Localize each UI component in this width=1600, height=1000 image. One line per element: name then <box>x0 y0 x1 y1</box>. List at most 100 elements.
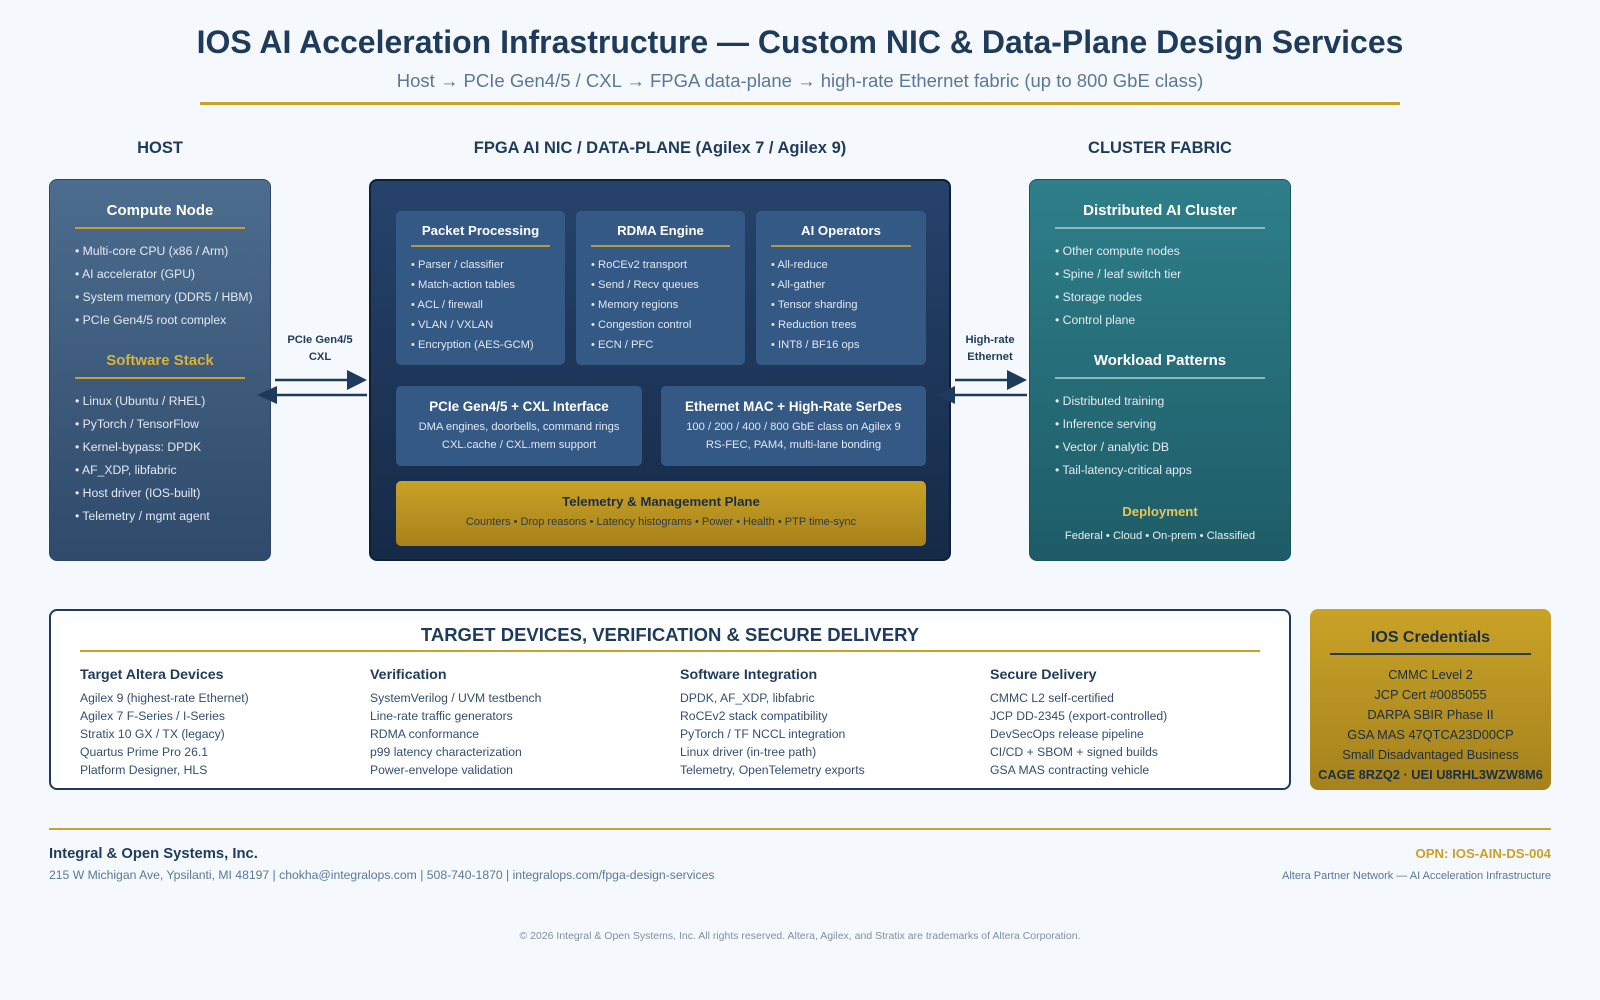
copyright-notice: © 2026 Integral & Open Systems, Inc. All… <box>519 930 1081 942</box>
target-panel-title: TARGET DEVICES, VERIFICATION & SECURE DE… <box>420 624 920 645</box>
pcie-link-label-line1: PCIe Gen4/5 <box>287 334 353 346</box>
ai-op-item: • All-gather <box>771 279 826 291</box>
compute-node-title: Compute Node <box>106 202 214 219</box>
secure-delivery-item: JCP DD-2345 (export-controlled) <box>990 709 1168 723</box>
ai-operators-title: AI Operators <box>801 223 881 238</box>
secure-delivery-item: GSA MAS contracting vehicle <box>990 763 1150 777</box>
ai-op-item: • Tensor sharding <box>771 299 858 311</box>
ethernet-mac-card: Ethernet MAC + High-Rate SerDes 100 / 20… <box>661 386 926 466</box>
packet-item: • VLAN / VXLAN <box>411 319 494 331</box>
secure-delivery-item: CI/CD + SBOM + signed builds <box>990 745 1158 759</box>
target-panel-divider <box>80 650 1260 652</box>
page-title: IOS AI Acceleration Infrastructure — Cus… <box>196 24 1404 60</box>
pcie-link-label: PCIe Gen4/5 CXL <box>276 332 364 366</box>
pcie-bidirectional-arrow <box>257 370 367 404</box>
card-divider <box>411 245 550 247</box>
software-integration-item: Linux driver (in-tree path) <box>680 745 817 759</box>
software-item: • AF_XDP, libfabric <box>75 463 177 477</box>
contact-info: 215 W Michigan Ave, Ypsilanti, MI 48197 … <box>49 868 715 882</box>
pcie-interface-title: PCIe Gen4/5 + CXL Interface <box>429 399 609 414</box>
column-heading-fpga: FPGA AI NIC / DATA-PLANE (Agilex 7 / Agi… <box>473 139 847 157</box>
credential-item: CMMC Level 2 <box>1388 667 1473 682</box>
software-stack-divider <box>75 377 245 379</box>
workload-item: • Tail-latency-critical apps <box>1055 463 1192 477</box>
software-item: • PyTorch / TensorFlow <box>75 417 199 431</box>
cage-uei-code: CAGE 8RZQ2 · UEI U8RHL3WZW8M6 <box>1318 767 1543 782</box>
rdma-item: • RoCEv2 transport <box>591 259 687 271</box>
title-divider <box>200 102 1400 105</box>
rdma-item: • Send / Recv queues <box>591 279 699 291</box>
software-integration-item: RoCEv2 stack compatibility <box>680 709 828 723</box>
secure-delivery-item: CMMC L2 self-certified <box>990 691 1114 705</box>
packet-item: • Match-action tables <box>411 279 516 291</box>
software-integration-item: DPDK, AF_XDP, libfabric <box>680 691 815 705</box>
ethernet-link-label-line2: Ethernet <box>967 351 1013 363</box>
ethernet-mac-detail: RS-FEC, PAM4, multi-lane bonding <box>705 439 882 451</box>
deployment-title: Deployment <box>1122 504 1198 519</box>
rdma-item: • Congestion control <box>591 319 692 331</box>
workload-patterns-title: Workload Patterns <box>1093 352 1227 369</box>
ai-op-item: • INT8 / BF16 ops <box>771 339 860 351</box>
credential-item: DARPA SBIR Phase II <box>1367 707 1494 722</box>
credential-item: JCP Cert #0085055 <box>1374 687 1487 702</box>
rdma-item: • Memory regions <box>591 299 679 311</box>
distributed-cluster-title: Distributed AI Cluster <box>1083 202 1237 219</box>
deployment-detail: Federal • Cloud • On-prem • Classified <box>1064 530 1256 542</box>
column-heading-host: HOST <box>137 139 183 157</box>
partner-network-text: Altera Partner Network — AI Acceleration… <box>1281 870 1551 882</box>
packet-processing-card: Packet Processing • Parser / classifier … <box>396 211 565 365</box>
target-device-item: Agilex 7 F-Series / I-Series <box>80 709 225 723</box>
verification-heading: Verification <box>370 667 447 683</box>
credentials-divider <box>1330 653 1531 655</box>
page-subtitle: Host → PCIe Gen4/5 / CXL → FPGA data-pla… <box>396 70 1204 91</box>
packet-item: • Parser / classifier <box>411 259 504 271</box>
target-device-item: Agilex 9 (highest-rate Ethernet) <box>80 691 249 705</box>
workload-divider <box>1055 377 1265 379</box>
target-device-item: Quartus Prime Pro 26.1 <box>80 745 209 759</box>
ai-operators-card: AI Operators • All-reduce • All-gather •… <box>756 211 926 365</box>
column-heading-cluster: CLUSTER FABRIC <box>1088 139 1232 157</box>
opn-code: OPN: IOS-AIN-DS-004 <box>1415 846 1551 861</box>
software-integration-item: PyTorch / TF NCCL integration <box>680 727 846 741</box>
verification-item: Power-envelope validation <box>370 763 513 777</box>
pcie-link-label-line2: CXL <box>308 351 332 363</box>
software-item: • Kernel-bypass: DPDK <box>75 440 202 454</box>
telemetry-detail: Counters • Drop reasons • Latency histog… <box>465 516 857 528</box>
pcie-interface-detail: DMA engines, doorbells, command rings <box>418 421 620 433</box>
rdma-item: • ECN / PFC <box>591 339 654 351</box>
workload-item: • Vector / analytic DB <box>1055 440 1170 454</box>
software-integration-heading: Software Integration <box>680 667 818 683</box>
rdma-engine-card: RDMA Engine • RoCEv2 transport • Send / … <box>576 211 745 365</box>
credentials-title: IOS Credentials <box>1370 629 1491 646</box>
compute-item: • AI accelerator (GPU) <box>75 267 196 281</box>
software-integration-item: Telemetry, OpenTelemetry exports <box>680 763 865 777</box>
credentials-box: IOS Credentials CMMC Level 2 JCP Cert #0… <box>1310 609 1551 790</box>
ethernet-link-label-line1: High-rate <box>965 334 1015 346</box>
target-device-item: Platform Designer, HLS <box>80 763 208 777</box>
packet-item: • Encryption (AES-GCM) <box>411 339 534 351</box>
ethernet-mac-title: Ethernet MAC + High-Rate SerDes <box>685 399 902 414</box>
cluster-item: • Control plane <box>1055 313 1136 327</box>
cluster-divider <box>1055 227 1265 229</box>
workload-item: • Inference serving <box>1055 417 1157 431</box>
cluster-item: • Spine / leaf switch tier <box>1055 267 1182 281</box>
ai-op-item: • Reduction trees <box>771 319 857 331</box>
verification-item: p99 latency characterization <box>370 745 522 759</box>
verification-item: RDMA conformance <box>370 727 480 741</box>
target-devices-heading: Target Altera Devices <box>80 667 224 683</box>
packet-processing-title: Packet Processing <box>421 223 540 238</box>
verification-item: SystemVerilog / UVM testbench <box>370 691 542 705</box>
compute-item: • Multi-core CPU (x86 / Arm) <box>75 244 229 258</box>
host-box: Compute Node • Multi-core CPU (x86 / Arm… <box>49 179 271 561</box>
card-divider <box>591 245 730 247</box>
secure-delivery-heading: Secure Delivery <box>990 667 1097 683</box>
telemetry-management-card: Telemetry & Management Plane Counters • … <box>396 481 926 546</box>
fpga-nic-box: Packet Processing • Parser / classifier … <box>369 179 951 561</box>
cluster-item: • Other compute nodes <box>1055 244 1180 258</box>
compute-node-divider <box>75 227 245 229</box>
software-item: • Linux (Ubuntu / RHEL) <box>75 394 206 408</box>
company-name: Integral & Open Systems, Inc. <box>49 846 258 862</box>
software-stack-title: Software Stack <box>106 352 214 369</box>
workload-item: • Distributed training <box>1055 394 1165 408</box>
pcie-interface-detail: CXL.cache / CXL.mem support <box>441 439 597 451</box>
